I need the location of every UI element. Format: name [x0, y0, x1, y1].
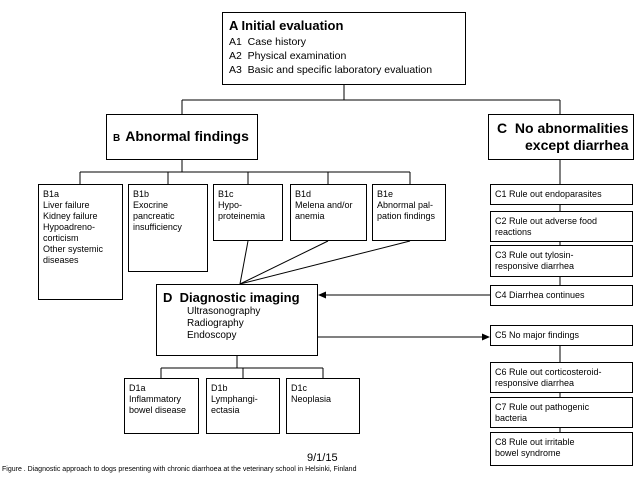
d1c-neoplasia-box: D1c Neoplasia — [286, 378, 360, 434]
box-c-letter: C — [497, 120, 508, 136]
radiography-item: Radiography — [187, 318, 244, 329]
b1d-melena-anemia-box: B1d Melena and/or anemia — [290, 184, 367, 241]
c1-endoparasites-box: C1 Rule out endoparasites — [490, 184, 633, 205]
box-d-title-text: Diagnostic imaging — [179, 290, 300, 305]
box-b-letter: B — [113, 133, 121, 144]
box-d-letter: D — [163, 290, 173, 305]
ultrasonography-item: Ultrasonography — [187, 306, 261, 317]
no-abnormalities-title: C No abnormalities — [497, 120, 633, 137]
b1a-systemic-diseases-box: B1a Liver failure Kidney failure Hypoadr… — [38, 184, 123, 300]
box-a-title-text: Initial evaluation — [241, 18, 344, 33]
c7-pathogenic-bacteria-box: C7 Rule out pathogenic bacteria — [490, 397, 633, 428]
c6-corticosteroid-responsive-box: C6 Rule out corticosteroid- responsive d… — [490, 362, 633, 393]
no-abnormalities-box: C No abnormalities except diarrhea — [488, 114, 634, 160]
box-a-letter: A — [229, 18, 238, 33]
b1c-hypoproteinemia-box: B1c Hypo- proteinemia — [213, 184, 283, 241]
initial-evaluation-box: A Initial evaluation A1 Case history A2 … — [222, 12, 466, 85]
c5-no-major-findings-box: C5 No major findings — [490, 325, 633, 346]
physical-examination-item: A2 Physical examination — [229, 50, 347, 62]
abnormal-findings-box: B Abnormal findings — [106, 114, 258, 160]
b1b-pancreatic-insufficiency-box: B1b Exocrine pancreatic insufficiency — [128, 184, 208, 272]
c8-irritable-bowel-box: C8 Rule out irritable bowel syndrome — [490, 432, 633, 466]
box-c-title-line1: No abnormalities — [514, 120, 629, 136]
d1a-inflammatory-bowel-disease-box: D1a Inflammatory bowel disease — [124, 378, 199, 434]
laboratory-evaluation-item: A3 Basic and specific laboratory evaluat… — [229, 64, 433, 76]
abnormal-findings-title: B Abnormal findings — [113, 128, 257, 147]
initial-evaluation-title: A Initial evaluation — [229, 18, 465, 33]
slide-date: 9/1/15 — [307, 452, 338, 464]
c4-diarrhea-continues-box: C4 Diarrhea continues — [490, 285, 633, 306]
c2-adverse-food-reactions-box: C2 Rule out adverse food reactions — [490, 211, 633, 242]
endoscopy-item: Endoscopy — [187, 330, 237, 341]
b1e-palpation-findings-box: B1e Abnormal pal- pation findings — [372, 184, 446, 241]
c3-tylosin-responsive-box: C3 Rule out tylosin- responsive diarrhea — [490, 245, 633, 277]
diagnostic-imaging-box: D Diagnostic imaging Ultrasonography Rad… — [156, 284, 318, 356]
box-c-title-line2: except diarrhea — [525, 137, 629, 153]
box-b-title-text: Abnormal findings — [125, 128, 249, 144]
d1b-lymphangiectasia-box: D1b Lymphangi- ectasia — [206, 378, 280, 434]
case-history-item: A1 Case history — [229, 36, 307, 48]
figure-caption: Figure . Diagnostic approach to dogs pre… — [2, 466, 357, 473]
diagnostic-imaging-title: D Diagnostic imaging — [163, 290, 317, 305]
